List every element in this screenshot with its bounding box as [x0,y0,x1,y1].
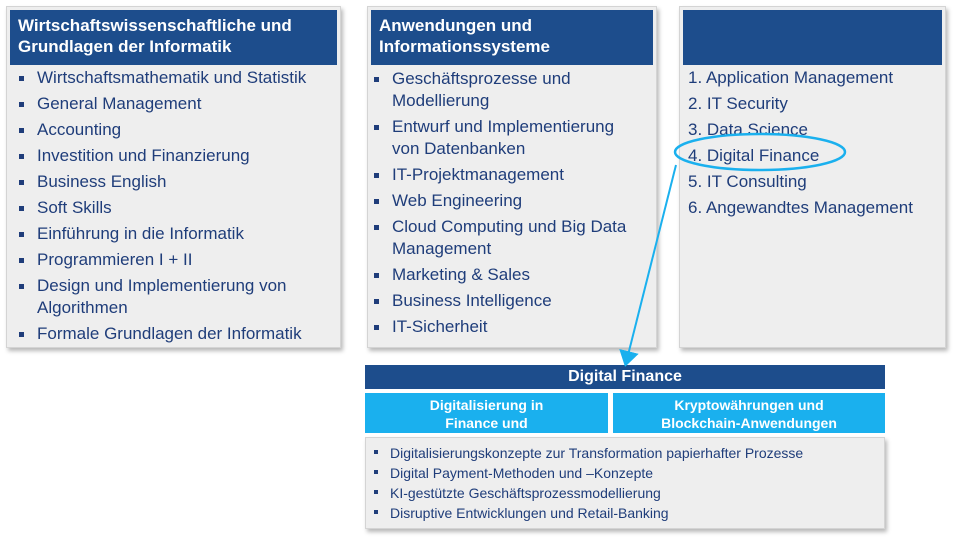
list-item: 6. Angewandtes Management [688,198,913,217]
panel-grundlagen-title: Wirtschaftswissenschaftliche und Grundla… [10,10,337,65]
list-item: Einführung in die Informatik [17,223,337,245]
panel-vertiefungen-title [683,10,942,65]
digital-finance-sub-right: Kryptowährungen und Blockchain-Anwendung… [613,393,885,433]
list-item: IT-Sicherheit [372,316,647,338]
list-item: KI-gestützte Geschäftsprozessmodellierun… [372,483,882,503]
digital-finance-title: Digital Finance [365,365,885,389]
list-item: Digitalisierungskonzepte zur Transformat… [372,443,882,463]
list-item: Investition und Finanzierung [17,145,337,167]
list-item: Soft Skills [17,197,337,219]
list-item: 1. Application Management [688,68,894,87]
list-item: Entwurf und Implementierung von Datenban… [372,116,642,160]
list-item: Web Engineering [372,190,647,212]
list-item: Disruptive Entwicklungen und Retail-Bank… [372,503,882,523]
list-item: Marketing & Sales [372,264,647,286]
digital-finance-body: Digitalisierungskonzepte zur Transformat… [365,437,885,529]
panel-anwendungen-title: Anwendungen und Informationssysteme [371,10,653,65]
panel-vertiefungen: 1. Application Management 2. IT Security… [679,6,946,348]
list-item: 5. IT Consulting [688,172,807,191]
list-item-digital-finance: 4. Digital Finance [688,146,820,165]
highlight-ellipse [673,132,847,172]
list-item: Business Intelligence [372,290,647,312]
list-item: Wirtschaftsmathematik und Statistik [17,67,337,89]
digital-finance-list: Digitalisierungskonzepte zur Transformat… [372,443,882,523]
list-item: Formale Grundlagen der Informatik [17,323,337,345]
list-item: Cloud Computing und Big Data Management [372,216,627,260]
panel-vertiefungen-list: 1. Application Management 2. IT Security… [688,67,913,223]
list-item: Geschäftsprozesse und Modellierung [372,68,592,112]
digital-finance-sub-left: Digitalisierung in Finance und Banking [365,393,608,449]
list-item: Accounting [17,119,337,141]
connector-arrow [619,164,677,367]
list-item: Digital Payment-Methoden und –Konzepte [372,463,882,483]
list-item: General Management [17,93,337,115]
list-item: IT-Projektmanagement [372,164,647,186]
list-item: Business English [17,171,337,193]
list-item: Programmieren I + II [17,249,337,271]
panel-anwendungen-list: Geschäftsprozesse und Modellierung Entwu… [372,68,647,342]
list-item: Design und Implementierung von Algorithm… [17,275,307,319]
panel-grundlagen: Wirtschaftswissenschaftliche und Grundla… [6,6,341,348]
panel-grundlagen-list: Wirtschaftsmathematik und Statistik Gene… [17,67,337,349]
panel-anwendungen: Anwendungen und Informationssysteme Gesc… [367,6,657,348]
list-item: 2. IT Security [688,94,788,113]
